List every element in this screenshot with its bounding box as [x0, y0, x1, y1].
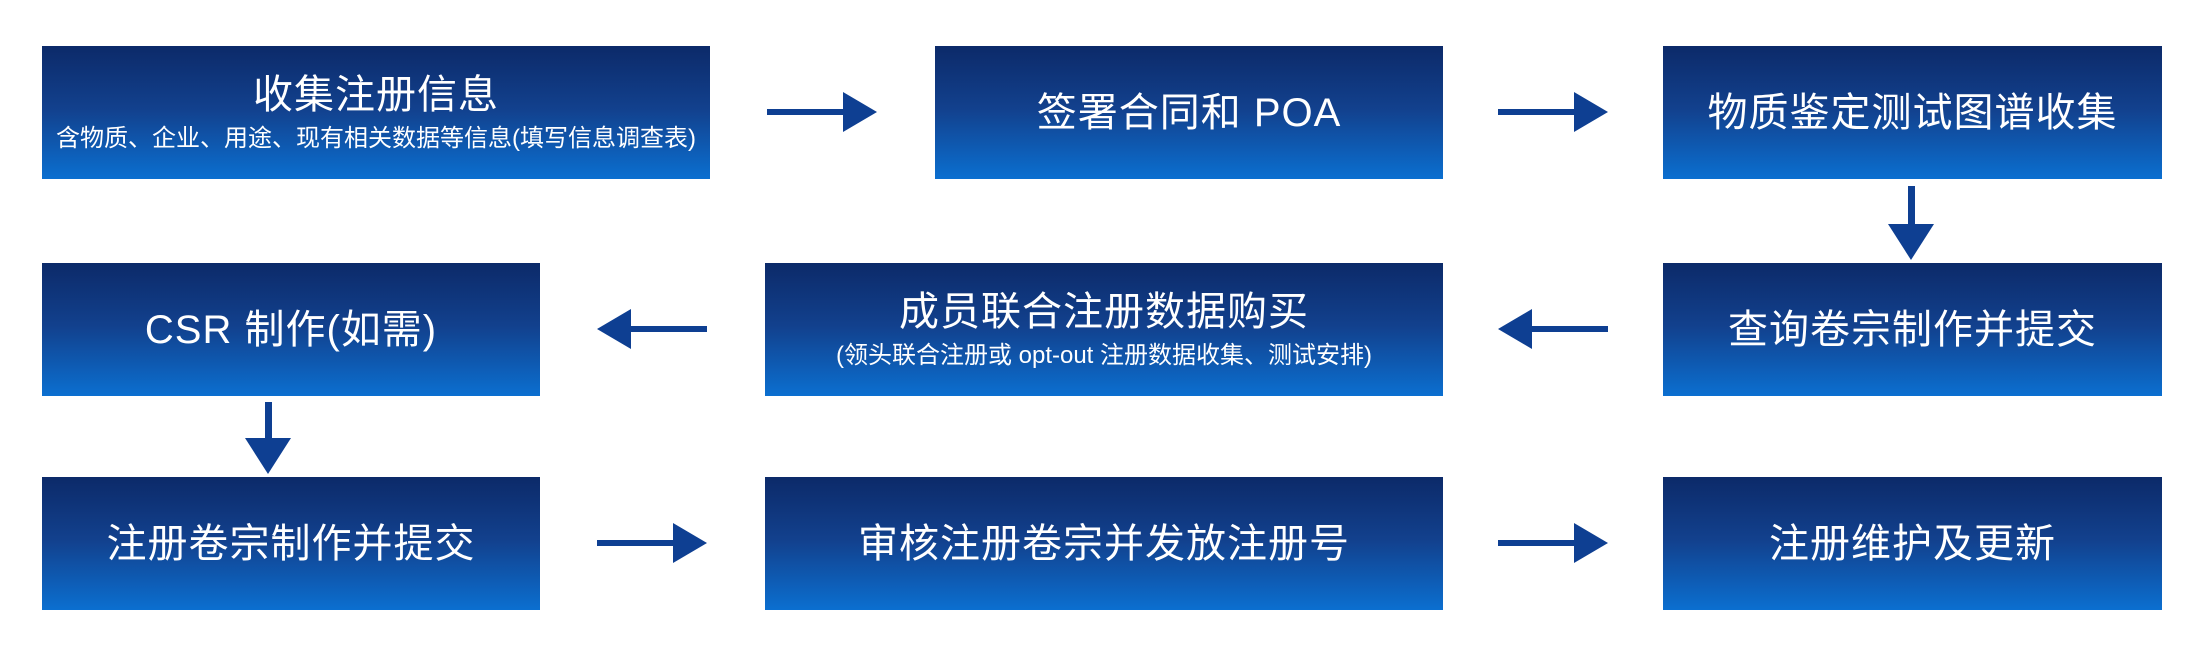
arrow-left-icon [1498, 309, 1608, 349]
arrow-shaft [628, 326, 707, 332]
arrow-head [1888, 224, 1934, 260]
arrow-shaft [1529, 326, 1608, 332]
box-title: 查询卷宗制作并提交 [1728, 307, 2097, 352]
arrow-right-icon [767, 92, 877, 132]
box-title: 审核注册卷宗并发放注册号 [858, 521, 1350, 566]
arrow-shaft [264, 402, 272, 441]
arrow-head [1574, 523, 1608, 563]
arrow-right-icon [1498, 523, 1608, 563]
box-title: 注册卷宗制作并提交 [106, 521, 476, 566]
box-title: 物质鉴定测试图谱收集 [1707, 90, 2118, 135]
flow-box-sign-contract-poa: 签署合同和 POA [935, 46, 1443, 179]
arrow-down-icon [245, 402, 291, 474]
arrow-head [1498, 309, 1532, 349]
box-title: 收集注册信息 [253, 73, 499, 118]
box-title: 签署合同和 POA [1036, 90, 1342, 135]
flow-box-review-dossier-issue-number: 审核注册卷宗并发放注册号 [765, 477, 1443, 610]
arrow-head [673, 523, 707, 563]
arrow-right-icon [1498, 92, 1608, 132]
arrow-head [1574, 92, 1608, 132]
arrow-down-icon [1888, 186, 1934, 260]
arrow-head [597, 309, 631, 349]
box-subtitle: 含物质、企业、用途、现有相关数据等信息(填写信息调查表) [56, 125, 696, 153]
flow-box-substance-identification-spectra: 物质鉴定测试图谱收集 [1663, 46, 2162, 179]
flow-box-collect-registration-info: 收集注册信息 含物质、企业、用途、现有相关数据等信息(填写信息调查表) [42, 46, 710, 179]
arrow-shaft [1907, 186, 1915, 227]
flow-box-joint-registration-data-purchase: 成员联合注册数据购买 (领头联合注册或 opt-out 注册数据收集、测试安排) [765, 263, 1443, 396]
flow-box-registration-dossier-submit: 注册卷宗制作并提交 [42, 477, 540, 610]
box-title: 成员联合注册数据购买 [899, 290, 1309, 335]
flow-box-csr-preparation: CSR 制作(如需) [42, 263, 540, 396]
box-title: 注册维护及更新 [1769, 521, 2056, 566]
arrow-head [843, 92, 877, 132]
arrow-shaft [767, 109, 846, 115]
box-title: CSR 制作(如需) [144, 307, 438, 352]
arrow-shaft [597, 540, 676, 546]
flow-box-inquiry-dossier-submit: 查询卷宗制作并提交 [1663, 263, 2162, 396]
arrow-shaft [1498, 109, 1577, 115]
arrow-shaft [1498, 540, 1577, 546]
box-subtitle: (领头联合注册或 opt-out 注册数据收集、测试安排) [835, 342, 1373, 370]
flow-box-registration-maintenance-update: 注册维护及更新 [1663, 477, 2162, 610]
arrow-left-icon [597, 309, 707, 349]
arrow-right-icon [597, 523, 707, 563]
arrow-head [245, 438, 291, 474]
